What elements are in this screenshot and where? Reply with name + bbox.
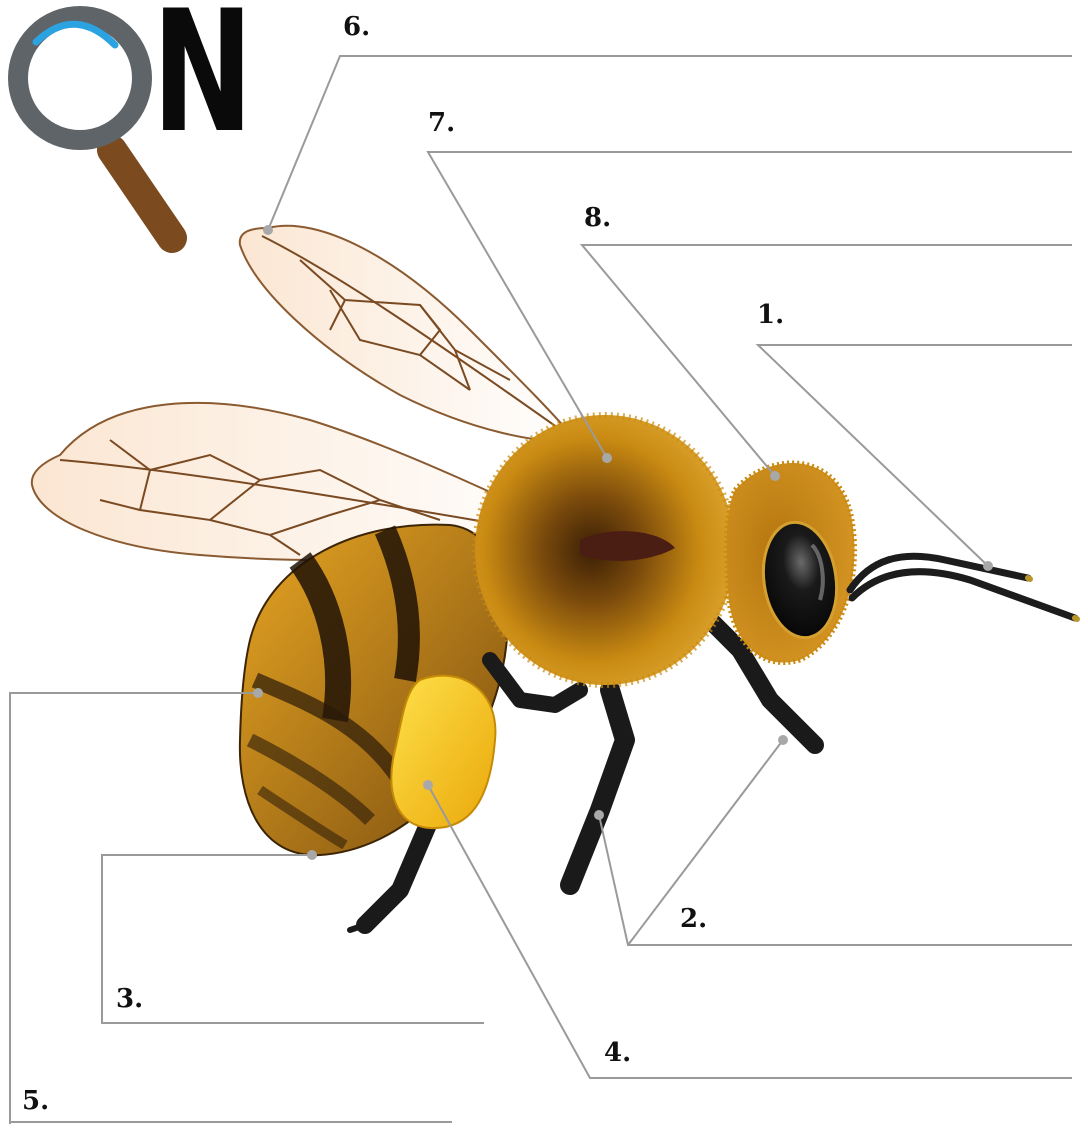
label-3: 3. — [116, 986, 143, 1012]
label-8: 8. — [584, 205, 611, 231]
head — [727, 463, 855, 663]
marker-dot-6 — [263, 225, 273, 235]
leader-line-5 — [10, 693, 258, 1124]
marker-dot-7 — [602, 453, 612, 463]
marker-dot-1 — [983, 561, 993, 571]
label-6: 6. — [343, 14, 370, 40]
logo-ring — [18, 16, 142, 140]
antennae — [850, 556, 1077, 619]
marker-dot-5 — [253, 688, 263, 698]
label-4: 4. — [604, 1040, 631, 1066]
label-1: 1. — [757, 302, 784, 328]
leader-line-3 — [102, 855, 484, 1023]
marker-dot-4 — [423, 780, 433, 790]
leader-line-4 — [428, 785, 1072, 1078]
logo — [18, 16, 172, 238]
leader-line-2a — [599, 815, 1072, 945]
marker-dot-2b — [778, 735, 788, 745]
leader-line-6 — [268, 56, 1072, 230]
marker-dot-3 — [307, 850, 317, 860]
pollen-basket — [391, 676, 495, 828]
marker-dot-8 — [770, 471, 780, 481]
label-7: 7. — [428, 110, 455, 136]
label-5: 5. — [22, 1088, 49, 1114]
forewing — [240, 226, 575, 441]
marker-dot-2a — [594, 810, 604, 820]
logo-letter: N — [152, 0, 250, 156]
label-2: 2. — [680, 906, 707, 932]
